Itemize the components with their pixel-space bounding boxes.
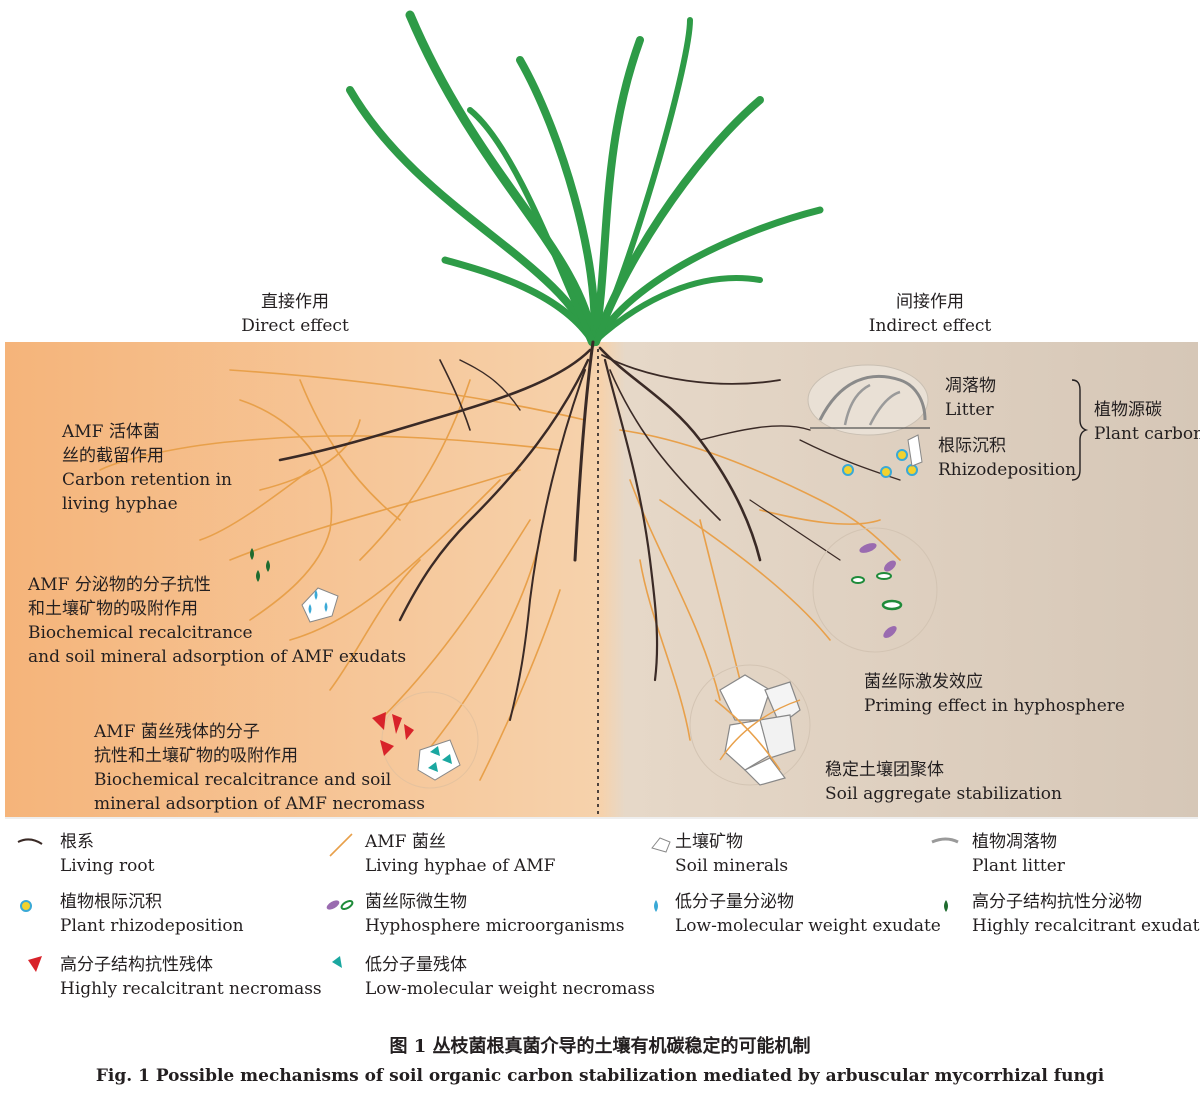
rhizodeposition-icon	[20, 900, 32, 912]
living-root-icon	[17, 838, 43, 845]
recalcitrant-exudate-icon	[944, 900, 948, 912]
label-rhizodeposition: 根际沉积 Rhizodeposition	[938, 436, 1077, 480]
label-living-hyphae: AMF 活体菌 丝的截留作用 Carbon retention in livin…	[62, 422, 233, 514]
living-roots	[278, 340, 901, 721]
rhizodeposition-dots	[842, 434, 923, 478]
low-mw-necromass-icon	[332, 956, 342, 968]
hyphosphere-microbes	[812, 527, 938, 653]
direct-effect-title: 直接作用 Direct effect	[241, 292, 349, 336]
label-necromass-adsorption: AMF 菌丝残体的分子 抗性和土壤矿物的吸附作用 Biochemical rec…	[94, 722, 425, 814]
soil-background	[5, 342, 1198, 817]
legend-icons	[17, 833, 959, 972]
amf-hyphae-icon	[329, 833, 353, 857]
soil-mineral-icon	[651, 837, 671, 853]
label-aggregate-stabilization: 稳定土壤团聚体 Soil aggregate stabilization	[825, 760, 1062, 804]
necromass-cluster	[372, 691, 479, 789]
indirect-effect-title: 间接作用 Indirect effect	[868, 292, 992, 336]
amf-hyphae-network	[99, 369, 901, 781]
label-litter: 凋落物 Litter	[945, 376, 996, 420]
exudate-cluster	[250, 548, 339, 623]
low-mw-exudate-icon	[654, 900, 658, 912]
plant-leaves	[346, 10, 824, 347]
litter-pile	[807, 364, 930, 436]
label-plant-carbon: 植物源碳 Plant carbon	[1094, 400, 1200, 444]
plant-carbon-bracket	[1071, 379, 1089, 481]
plant-litter-icon	[931, 837, 959, 844]
recalcitrant-necromass-icon	[28, 956, 42, 972]
caption-cn: 图 1 丛枝菌根真菌介导的土壤有机碳稳定的可能机制	[389, 1036, 811, 1057]
label-exudate-adsorption: AMF 分泌物的分子抗性 和土壤矿物的吸附作用 Biochemical reca…	[28, 575, 407, 667]
label-priming-effect: 菌丝际激发效应 Priming effect in hyphosphere	[864, 672, 1125, 716]
soil-aggregate	[689, 664, 811, 786]
caption-en: Fig. 1 Possible mechanisms of soil organ…	[95, 1066, 1105, 1086]
hyphosphere-microbe-icon	[326, 900, 354, 910]
